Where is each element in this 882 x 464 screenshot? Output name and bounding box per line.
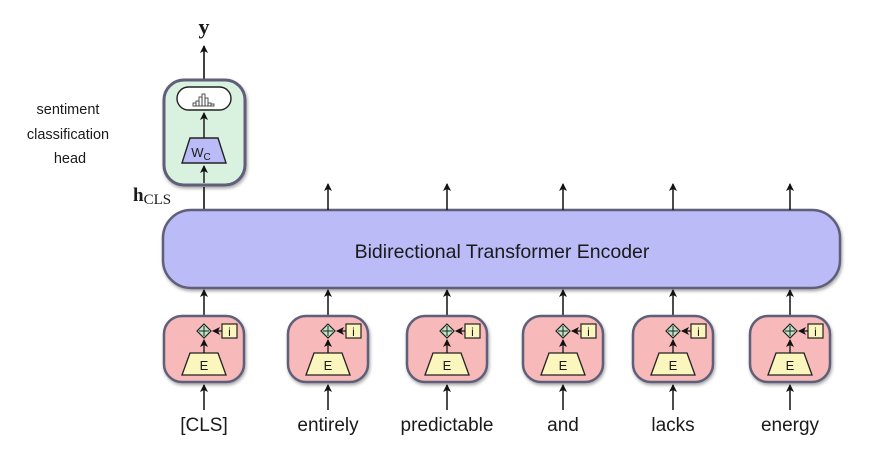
embedding-label: E — [324, 358, 333, 373]
input-token: and — [547, 415, 579, 436]
weight-matrix-wc — [181, 137, 227, 164]
plus-glyph — [785, 326, 795, 336]
embedding-matrix-e — [305, 352, 351, 376]
token-column: Ei lacks — [631, 183, 715, 436]
output-label: y — [199, 14, 210, 39]
token-column: Ei and — [521, 183, 605, 436]
plus-glyph — [199, 326, 209, 336]
position-label: i — [697, 325, 700, 339]
token-column: Ei entirely — [286, 183, 370, 436]
embedding-label: E — [200, 358, 209, 373]
embedding-label: E — [786, 358, 795, 373]
embedding-matrix-e — [650, 352, 696, 376]
position-label: i — [587, 325, 590, 339]
embedding-matrix-e — [181, 352, 227, 376]
input-token: predictable — [401, 415, 494, 436]
plus-glyph — [442, 326, 452, 336]
token-column: Ei energy — [748, 183, 832, 436]
input-token: [CLS] — [180, 415, 228, 436]
position-label: i — [814, 325, 817, 339]
plus-glyph — [558, 326, 568, 336]
classification-head: WC — [162, 78, 247, 187]
embedding-label: E — [669, 358, 678, 373]
plus-glyph — [323, 326, 333, 336]
token-column: Ei [CLS] — [162, 289, 246, 436]
token-columns: Ei [CLS] Ei entirely Ei predictable Ei and Ei lac… — [162, 183, 832, 436]
hidden-cls-label: hCLS — [133, 185, 171, 208]
position-label: i — [228, 325, 231, 339]
encoder-label: Bidirectional Transformer Encoder — [355, 241, 650, 263]
embedding-matrix-e — [767, 352, 813, 376]
transformer-encoder-block — [161, 208, 842, 290]
position-label: i — [352, 325, 355, 339]
embedding-matrix-e — [540, 352, 586, 376]
head-caption: sentiment classification head — [27, 102, 113, 167]
position-label: i — [471, 325, 474, 339]
input-token: entirely — [297, 415, 359, 436]
histogram-icon — [192, 93, 215, 107]
embedding-matrix-e — [424, 352, 470, 376]
input-token: energy — [761, 415, 820, 436]
plus-glyph — [668, 326, 678, 336]
input-token: lacks — [651, 415, 694, 436]
softmax-box — [176, 86, 232, 111]
token-column: Ei predictable — [401, 183, 494, 436]
embedding-label: E — [559, 358, 568, 373]
weight-label: WC — [191, 145, 211, 163]
embedding-label: E — [443, 358, 452, 373]
